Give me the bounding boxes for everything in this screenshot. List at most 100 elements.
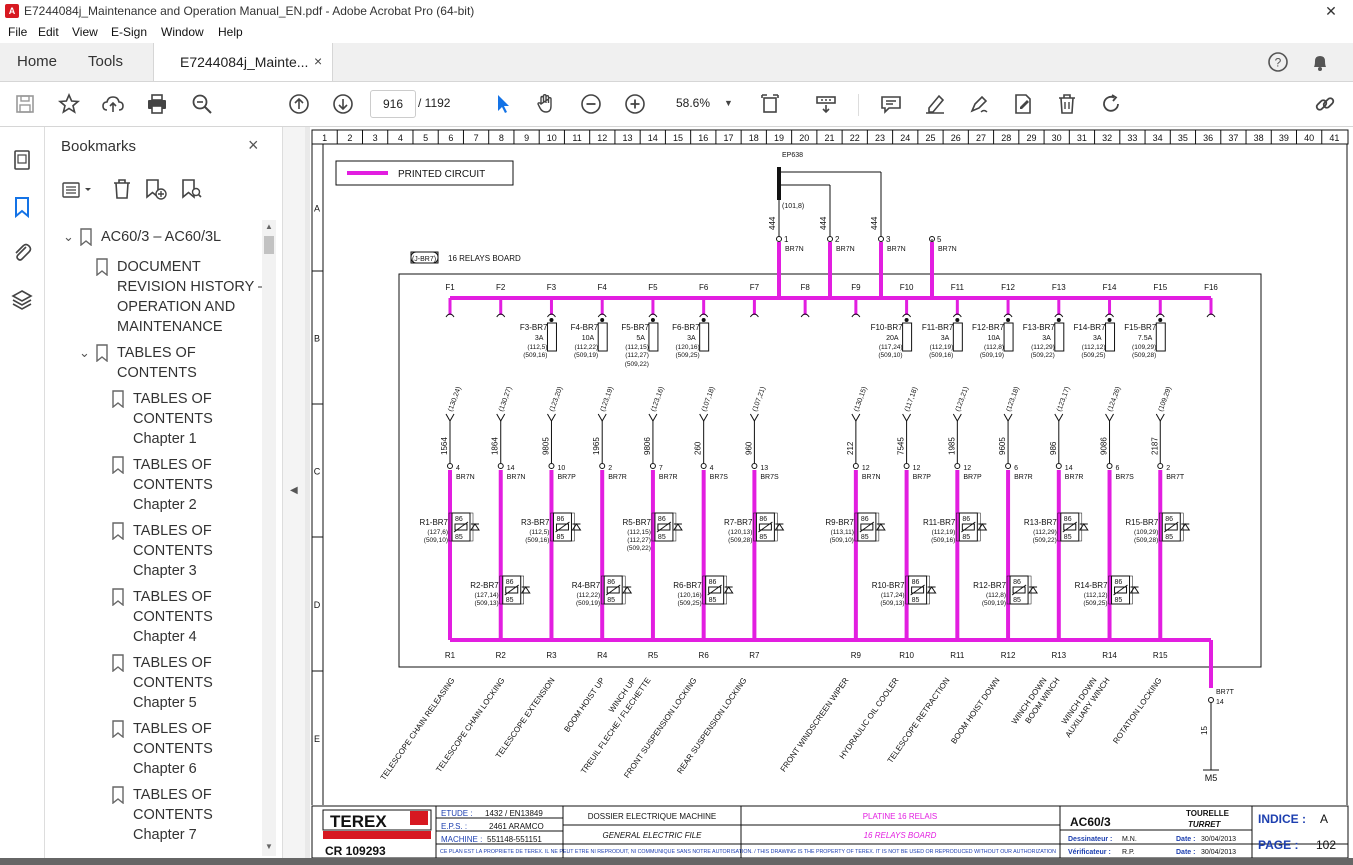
page-number-input[interactable]: 916: [370, 90, 416, 118]
draw-pen-icon[interactable]: [967, 92, 991, 116]
menu-file[interactable]: File: [8, 25, 28, 39]
delete-bookmark-icon[interactable]: [111, 177, 133, 206]
relay-pin-86: 86: [556, 516, 564, 523]
window-close-icon[interactable]: ✕: [1325, 3, 1337, 19]
bookmark-item[interactable]: TABLES OF CONTENTS Chapter 2: [112, 455, 243, 515]
menu-view[interactable]: View: [72, 25, 98, 39]
zoom-search-icon[interactable]: [190, 92, 214, 116]
bookmark-item[interactable]: TABLES OF CONTENTS Chapter 4: [112, 587, 243, 647]
wire-number: 444: [870, 216, 879, 230]
fuse-ref: (109,29): [1132, 344, 1156, 351]
bookmarks-panel-icon[interactable]: [10, 195, 34, 219]
notification-bell-icon[interactable]: [1309, 51, 1331, 73]
brand-stripe: [323, 831, 431, 839]
relay-name: R15-BR7: [1125, 518, 1158, 527]
zoom-level-select[interactable]: 58.6%▼: [668, 90, 740, 116]
relay-ref: (509,22): [627, 545, 651, 552]
terminal-fork: [496, 313, 506, 318]
scrollbar-thumb[interactable]: [264, 236, 274, 254]
bookmark-item[interactable]: TABLES OF CONTENTS Chapter 3: [112, 521, 243, 581]
find-bookmark-icon[interactable]: [179, 177, 205, 206]
fill-sign-icon[interactable]: [1011, 92, 1035, 116]
relay-ref: (509,16): [525, 537, 549, 544]
bookmarks-scrollbar[interactable]: ▲ ▼: [262, 220, 276, 856]
chevron-left-icon[interactable]: ◀: [290, 485, 298, 496]
relay-pin-86: 86: [1165, 516, 1173, 523]
new-bookmark-icon[interactable]: [143, 177, 169, 206]
bookmark-item[interactable]: ⌄AC60/3 – AC60/3L: [63, 227, 261, 247]
tab-document[interactable]: E7244084j_Mainte... ×: [153, 43, 333, 81]
scroll-down-icon[interactable]: ▼: [265, 842, 273, 851]
fuse-ref: (509,28): [1132, 352, 1156, 359]
connector-pin-number: 14: [507, 465, 515, 472]
hand-tool-icon[interactable]: [534, 92, 558, 116]
bookmark-label: TABLES OF CONTENTS: [117, 345, 197, 381]
bookmark-item[interactable]: TABLES OF CONTENTS Chapter 5: [112, 653, 243, 713]
relay-coil-slash: [1062, 521, 1078, 533]
next-page-icon[interactable]: [331, 92, 355, 116]
relay-ref: (109,29): [1134, 529, 1158, 536]
connector-pin: [649, 463, 656, 469]
bookmark-item[interactable]: TABLES OF CONTENTS Chapter 6: [112, 719, 243, 779]
column-number: 15: [673, 133, 683, 143]
fuse-ref: (112,19): [930, 344, 954, 351]
tab-home[interactable]: Home: [17, 53, 58, 70]
page-thumbnails-icon[interactable]: [10, 148, 34, 172]
tab-tools[interactable]: Tools: [88, 53, 124, 70]
share-link-icon[interactable]: [1313, 92, 1337, 116]
attachments-icon[interactable]: [10, 240, 34, 264]
fuse-body: [699, 322, 710, 352]
options-menu-icon[interactable]: [61, 179, 95, 206]
chevron-down-icon[interactable]: ⌄: [79, 345, 90, 360]
highlighter-icon[interactable]: [923, 92, 947, 116]
delete-trash-icon[interactable]: [1055, 92, 1079, 116]
comment-icon[interactable]: [879, 92, 903, 116]
chevron-down-icon[interactable]: ⌄: [63, 229, 74, 244]
scroll-mode-icon[interactable]: [814, 92, 838, 116]
bookmark-item[interactable]: DOCUMENT REVISION HISTORY – OPERATION AN…: [96, 257, 267, 337]
relay-ref: (112,8): [986, 592, 1006, 599]
menu-esign[interactable]: E-Sign: [111, 25, 148, 39]
scroll-up-icon[interactable]: ▲: [265, 222, 273, 231]
terminal-fork: [1105, 313, 1114, 318]
bookmark-item[interactable]: TABLES OF CONTENTS Chapter 7: [112, 785, 243, 845]
relay-pin-85: 85: [658, 534, 666, 541]
redo-rotate-icon[interactable]: [1099, 92, 1123, 116]
relay-coil-slash: [1113, 584, 1128, 596]
bookmark-item[interactable]: ⌄ TABLES OF CONTENTS: [79, 343, 267, 383]
print-icon[interactable]: [145, 92, 169, 116]
menu-window[interactable]: Window: [161, 25, 204, 39]
bookmark-icon: [96, 344, 108, 362]
menu-edit[interactable]: Edit: [38, 25, 59, 39]
bookmark-label: TABLES OF CONTENTS Chapter 6: [133, 721, 213, 777]
connector-pin-number: 2: [608, 465, 612, 472]
wire-number: 9086: [1100, 437, 1109, 455]
terminal-fork: [1155, 313, 1165, 318]
bookmarks-close-icon[interactable]: ×: [248, 135, 259, 155]
column-number: 7: [474, 133, 479, 143]
previous-page-icon[interactable]: [287, 92, 311, 116]
tab-close-icon[interactable]: ×: [314, 53, 323, 69]
layers-icon[interactable]: [10, 288, 34, 312]
relay-ref: (112,29): [1033, 529, 1057, 536]
select-cursor-icon[interactable]: [491, 92, 515, 116]
relay-name: R2-BR7: [470, 581, 499, 590]
terminal-fork: [699, 313, 709, 318]
model-label: AC60/3: [1070, 815, 1111, 829]
terminal-fork: [902, 313, 912, 318]
panel-collapse-bar[interactable]: ◀: [282, 127, 305, 865]
column-number: 9: [524, 133, 529, 143]
relay-name: R7-BR7: [724, 518, 753, 527]
bookmark-star-icon[interactable]: [57, 92, 81, 116]
zoom-out-icon[interactable]: [579, 92, 603, 116]
page-fit-icon[interactable]: [758, 92, 782, 116]
bookmark-item[interactable]: TABLES OF CONTENTS Chapter 1: [112, 389, 243, 449]
help-icon[interactable]: ?: [1267, 51, 1289, 73]
menu-help[interactable]: Help: [218, 25, 243, 39]
save-icon[interactable]: [13, 92, 37, 116]
upload-cloud-icon[interactable]: [101, 92, 125, 116]
zoom-in-icon[interactable]: [623, 92, 647, 116]
fuse-terminal-label: F7: [750, 283, 760, 292]
